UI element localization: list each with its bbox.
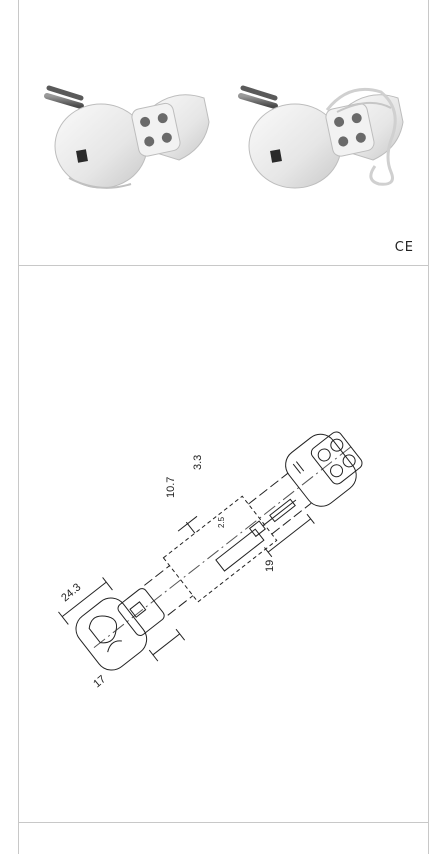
product-photo-panel: CE [18, 0, 429, 266]
dim-label-1: 10.7 [165, 477, 177, 498]
technical-drawing-panel: 10.7 3.3 19 24.3 17 2.5 [18, 266, 429, 823]
lamp-body-outline [144, 472, 312, 616]
dim-label-6: 2.5 [217, 516, 226, 528]
lampholder-photo-right [238, 85, 404, 189]
product-photos [44, 85, 404, 189]
dim-label-5: 17 [91, 673, 108, 690]
bottom-panel [18, 823, 429, 854]
left-holder-outline [75, 588, 165, 671]
dim-label-3: 19 [264, 560, 276, 572]
dim-label-4: 24.3 [59, 581, 83, 604]
right-holder-outline [285, 431, 363, 507]
dimension-drawing: 10.7 3.3 19 24.3 17 2.5 [58, 431, 363, 690]
lampholder-photo-left [44, 85, 210, 189]
ce-mark: CE [394, 240, 414, 255]
dim-label-2: 3.3 [192, 455, 204, 470]
